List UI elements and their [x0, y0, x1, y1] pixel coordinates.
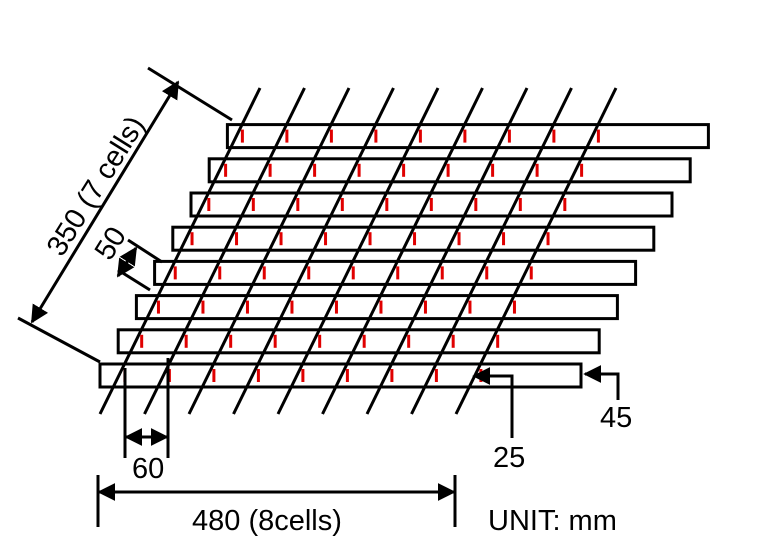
total-width-label: 480 (8cells) [192, 505, 342, 537]
slat-segment [435, 158, 450, 183]
slat-segment [312, 226, 327, 251]
dimension-thickness: 25 [472, 367, 525, 474]
slat-segment [234, 294, 249, 320]
thickness-label: 25 [493, 442, 525, 474]
slat-segment [501, 294, 516, 320]
slat-segment [206, 260, 221, 286]
slat-segment [524, 158, 539, 183]
slat-segment [484, 329, 499, 354]
bar [207, 157, 692, 184]
slat-segment [195, 192, 210, 217]
slat-segment [551, 192, 566, 217]
slat-segment [429, 260, 444, 286]
cell-width-label: 60 [132, 453, 164, 485]
slat-segment [479, 158, 494, 183]
slat-segment [451, 123, 466, 149]
slat-segment [217, 329, 232, 354]
slat-segment [212, 158, 227, 183]
slat-segment [340, 260, 355, 286]
slat-segment [462, 192, 477, 217]
slat-segment [568, 158, 583, 183]
slat-segment [289, 363, 304, 388]
slat-segment [507, 192, 522, 217]
slat-segment [423, 363, 438, 388]
slat-segment [173, 329, 188, 354]
slat-segment [334, 363, 349, 388]
slat-segment [367, 294, 382, 320]
slat-segment [251, 260, 266, 286]
height-label: 45 [600, 402, 632, 434]
slat-segment [284, 192, 299, 217]
slat-segment [535, 226, 550, 251]
slat-segment [585, 123, 600, 149]
slat-segment [111, 363, 126, 388]
slat-segment [395, 329, 410, 354]
slat-segment [301, 158, 316, 183]
slat-segment [490, 226, 505, 251]
slat-segment [456, 294, 471, 320]
slat-segment [223, 226, 238, 251]
diag-cell-label: 50 [89, 221, 133, 265]
bar [134, 294, 619, 321]
grating-structure [98, 87, 710, 415]
slat-segment [200, 363, 215, 388]
bar [225, 123, 710, 150]
slat-segment [179, 226, 194, 251]
slat-segment [446, 226, 461, 251]
slat-segment [268, 226, 283, 251]
slat-segment [373, 192, 388, 217]
slat-segment [229, 123, 244, 149]
dimension-height: 45 [583, 365, 632, 434]
slat-segment [245, 363, 260, 388]
slat-segment [295, 260, 310, 286]
dimension-total-width: 480 (8cells) [96, 475, 457, 537]
slat-segment [407, 123, 422, 149]
slat-segment [262, 329, 277, 354]
slat-segment [384, 260, 399, 286]
slat-segment [189, 294, 204, 320]
slat-segment [323, 294, 338, 320]
slat-segment [362, 123, 377, 149]
slat-segment [540, 123, 555, 149]
slat-segment [473, 260, 488, 286]
slat-segment [351, 329, 366, 354]
unit-label: UNIT: mm [488, 505, 617, 537]
dimension-cell-width: 60 [123, 358, 170, 485]
slat-segment [418, 192, 433, 217]
slat-segment [412, 294, 427, 320]
dimension-diagonal-cell: 50 [89, 221, 163, 292]
slat-segment [329, 192, 344, 217]
slat-segment [306, 329, 321, 354]
slat-segment [440, 329, 455, 354]
slat-segment [390, 158, 405, 183]
slat-segment [346, 158, 361, 183]
slat-segment [240, 192, 255, 217]
slat-segment [357, 226, 372, 251]
slat-segment [378, 363, 393, 388]
slat-segment [496, 123, 511, 149]
slat-segment [257, 158, 272, 183]
slat-segment [518, 260, 533, 286]
slat-segment [401, 226, 416, 251]
slat-segment [318, 123, 333, 149]
slat-segment [128, 329, 143, 354]
slat-segment [278, 294, 293, 320]
slat-segment [273, 123, 288, 149]
